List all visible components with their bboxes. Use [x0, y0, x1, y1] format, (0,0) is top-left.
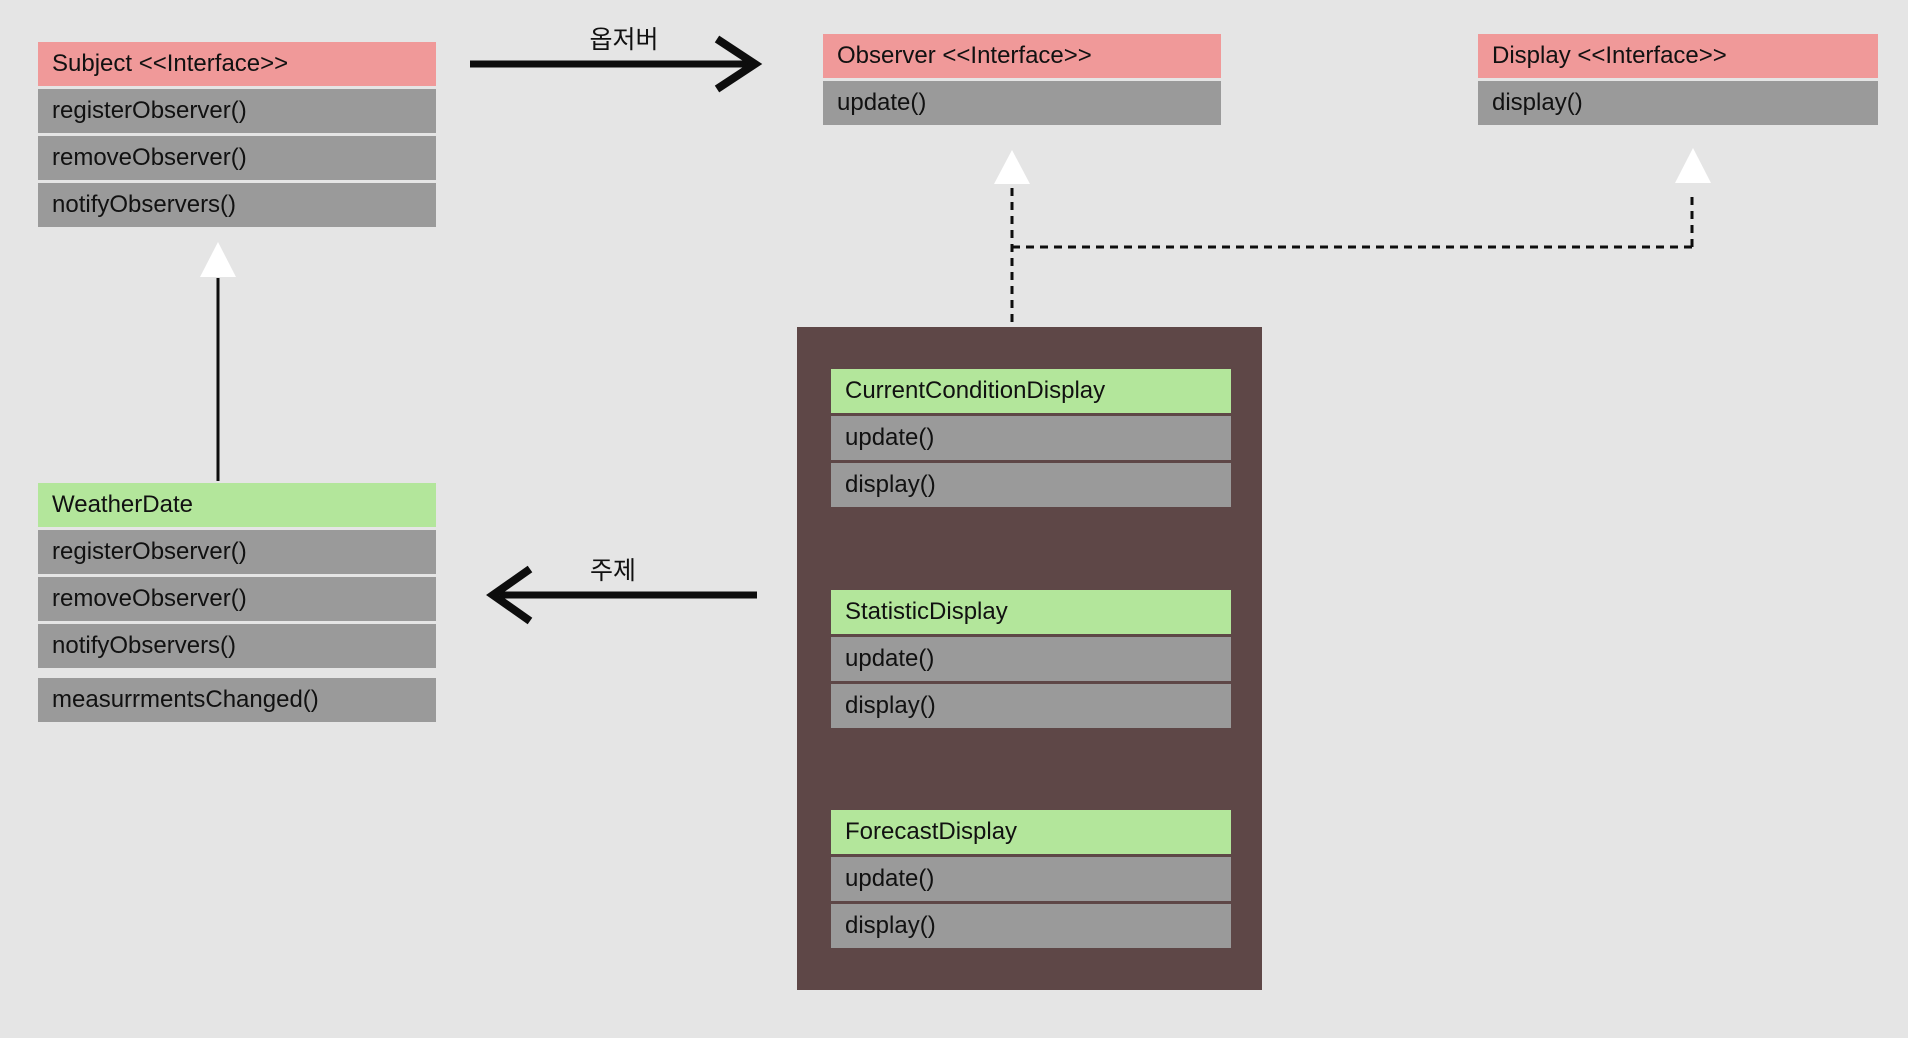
- class-display-title: Display <<Interface>>: [1478, 34, 1878, 78]
- method-row: update(): [831, 857, 1231, 901]
- method-row: display(): [1478, 81, 1878, 125]
- edge-label-subject: 주제: [589, 557, 636, 585]
- method-row: measurrmentsChanged(): [38, 678, 436, 722]
- class-statistic-title: StatisticDisplay: [831, 590, 1231, 634]
- class-observer: Observer <<Interface>> update(): [823, 34, 1221, 125]
- method-row: notifyObservers(): [38, 624, 436, 668]
- class-current-condition-title: CurrentConditionDisplay: [831, 369, 1231, 413]
- class-subject: Subject <<Interface>> registerObserver()…: [38, 42, 436, 227]
- display-classes-group: CurrentConditionDisplay update() display…: [797, 327, 1262, 990]
- arrowhead-right-icon: [714, 35, 763, 93]
- class-display: Display <<Interface>> display(): [1478, 34, 1878, 125]
- method-row: registerObserver(): [38, 89, 436, 133]
- method-row: removeObserver(): [38, 577, 436, 621]
- method-row: display(): [831, 904, 1231, 948]
- method-row: display(): [831, 684, 1231, 728]
- class-observer-title: Observer <<Interface>>: [823, 34, 1221, 78]
- class-forecast-display: ForecastDisplay update() display(): [831, 810, 1231, 948]
- method-row: update(): [831, 416, 1231, 460]
- arrowhead-left-icon: [486, 565, 533, 625]
- method-row: notifyObservers(): [38, 183, 436, 227]
- class-subject-title: Subject <<Interface>>: [38, 42, 436, 86]
- hollow-triangle-icon: [994, 150, 1030, 184]
- generalization-arrow-weatherdate-subject: [200, 242, 236, 481]
- realization-arrow-group-observer: [994, 150, 1030, 322]
- edge-label-observer: 옵저버: [589, 26, 659, 54]
- method-row: update(): [831, 637, 1231, 681]
- class-weatherdate: WeatherDate registerObserver() removeObs…: [38, 483, 436, 722]
- class-forecast-title: ForecastDisplay: [831, 810, 1231, 854]
- class-statistic-display: StatisticDisplay update() display(): [831, 590, 1231, 728]
- class-weatherdate-title: WeatherDate: [38, 483, 436, 527]
- realization-arrow-group-display: [1012, 148, 1711, 249]
- method-row: registerObserver(): [38, 530, 436, 574]
- method-row: removeObserver(): [38, 136, 436, 180]
- hollow-triangle-icon: [200, 242, 236, 277]
- hollow-triangle-icon: [1675, 148, 1711, 183]
- method-row: update(): [823, 81, 1221, 125]
- class-current-condition-display: CurrentConditionDisplay update() display…: [831, 369, 1231, 507]
- method-row: display(): [831, 463, 1231, 507]
